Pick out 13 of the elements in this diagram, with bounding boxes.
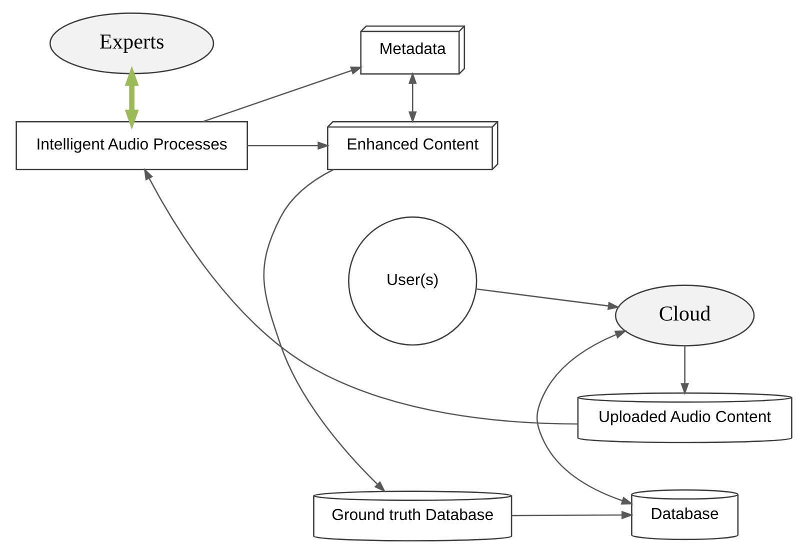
arrow [144,168,578,425]
arrow [263,168,386,492]
arrow [248,141,330,150]
node-box: Intelligent Audio Processes [16,121,248,170]
arrow [202,66,363,122]
arrow [680,346,689,396]
arrow [408,72,417,124]
arrow [476,288,620,310]
node-ellipse: Experts [49,12,214,74]
node-circle: User(s) [348,216,478,346]
arrow [512,510,634,520]
arrow [124,66,139,130]
arrow [536,330,634,505]
